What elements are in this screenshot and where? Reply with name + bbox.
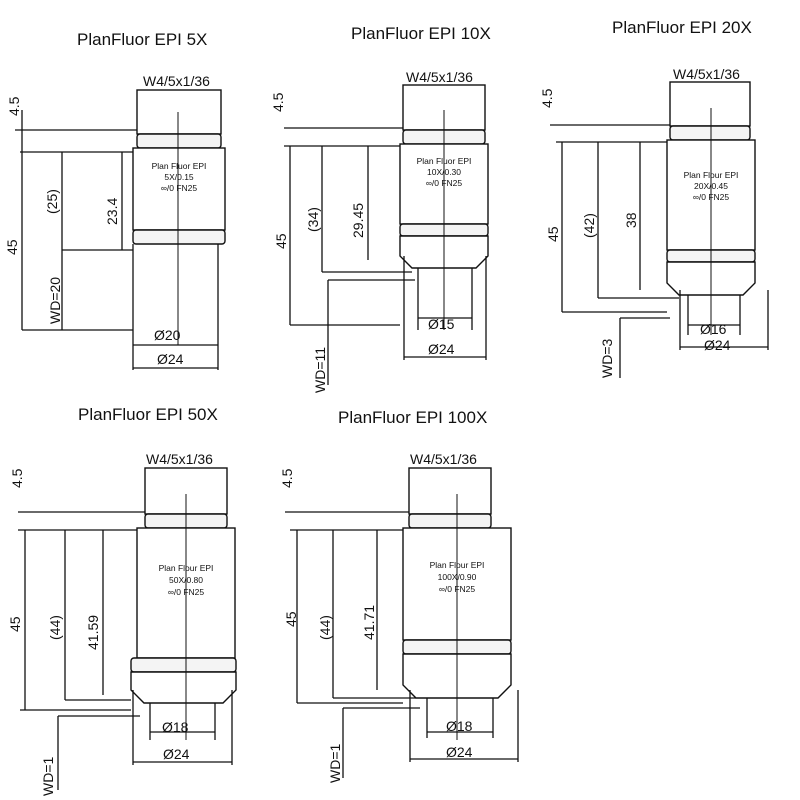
svg-text:Plan Flour EPI: Plan Flour EPI [159, 563, 214, 573]
svg-text:50X/0.80: 50X/0.80 [169, 575, 203, 585]
thread-spec-label: W4/5x1/36 [143, 73, 210, 89]
objective-title: PlanFluor EPI 50X [78, 405, 218, 424]
dimension-lines [285, 511, 519, 778]
objective-title: PlanFluor EPI 100X [338, 408, 487, 427]
mid-length-label: 23.4 [104, 198, 120, 225]
tip-diameter-label: Ø15 [428, 316, 455, 332]
objective-drawing-20x: PlanFluor EPI 20X W4/5x1/36 Plan Flour E… [539, 18, 769, 379]
body-length-label: (42) [581, 213, 597, 238]
svg-text:∞/0 FN25: ∞/0 FN25 [168, 587, 205, 597]
svg-text:20X/0.45: 20X/0.45 [694, 181, 728, 191]
engraving-text: Plan Flour EPI 50X/0.80 ∞/0 FN25 [159, 563, 214, 597]
dimension-lines [15, 110, 219, 370]
objective-outline [130, 467, 237, 740]
thread-height-label: 4.5 [279, 468, 295, 488]
dimension-lines [550, 124, 769, 378]
thread-height-label: 4.5 [270, 92, 286, 112]
svg-text:∞/0 FN25: ∞/0 FN25 [161, 183, 198, 193]
thread-spec-label: W4/5x1/36 [410, 451, 477, 467]
thread-height-label: 4.5 [539, 88, 555, 108]
thread-spec-label: W4/5x1/36 [146, 451, 213, 467]
svg-text:Plan Flour EPI: Plan Flour EPI [430, 560, 485, 570]
tip-diameter-label: Ø16 [700, 321, 727, 337]
tip-diameter-label: Ø18 [162, 719, 189, 735]
objective-drawing-5x: PlanFluor EPI 5X W4/5x1/36 Plan Fluor EP… [4, 30, 226, 370]
parfocal-length-label: 45 [545, 226, 561, 242]
svg-text:Plan Fluor EPI: Plan Fluor EPI [152, 161, 207, 171]
body-length-label: (44) [317, 615, 333, 640]
svg-text:∞/0 FN25: ∞/0 FN25 [693, 192, 730, 202]
objective-title: PlanFluor EPI 5X [77, 30, 207, 49]
objective-outline [666, 81, 756, 335]
thread-height-label: 4.5 [9, 468, 25, 488]
thread-spec-label: W4/5x1/36 [673, 66, 740, 82]
thread-spec-label: W4/5x1/36 [406, 69, 473, 85]
engraving-text: Plan Flour EPI 100X/0.90 ∞/0 FN25 [430, 560, 485, 594]
objective-outline [132, 89, 226, 345]
parfocal-length-label: 45 [283, 611, 299, 627]
objective-drawing-10x: PlanFluor EPI 10X W4/5x1/36 Plan Fluor E… [270, 24, 491, 393]
parfocal-length-label: 45 [273, 233, 289, 249]
objective-outline [402, 467, 512, 740]
objective-drawing-100x: PlanFluor EPI 100X W4/5x1/36 Plan Flour … [279, 408, 519, 784]
working-distance-label: WD=1 [40, 757, 56, 797]
working-distance-label: WD=11 [312, 347, 328, 393]
mid-length-label: 29.45 [350, 203, 366, 238]
body-diameter-label: Ø24 [446, 744, 473, 760]
body-length-label: (34) [305, 207, 321, 232]
parfocal-length-label: 45 [7, 616, 23, 632]
body-diameter-label: Ø24 [704, 337, 731, 353]
thread-height-label: 4.5 [6, 96, 22, 116]
body-diameter-label: Ø24 [428, 341, 455, 357]
svg-text:100X/0.90: 100X/0.90 [438, 572, 477, 582]
objective-title: PlanFluor EPI 10X [351, 24, 491, 43]
objective-title: PlanFluor EPI 20X [612, 18, 752, 37]
tip-diameter-label: Ø18 [446, 718, 473, 734]
engraving-text: Plan Fluor EPI 5X/0.15 ∞/0 FN25 [152, 161, 207, 193]
svg-text:5X/0.15: 5X/0.15 [164, 172, 194, 182]
svg-text:∞/0 FN25: ∞/0 FN25 [439, 584, 476, 594]
mid-length-label: 38 [623, 212, 639, 228]
tip-diameter-label: Ø20 [154, 327, 181, 343]
engraving-text: Plan Fluor EPI 10X/0.30 ∞/0 FN25 [417, 156, 472, 188]
working-distance-label: WD=1 [327, 744, 343, 784]
mid-length-label: 41.59 [85, 615, 101, 650]
body-diameter-label: Ø24 [163, 746, 190, 762]
mid-length-label: 41.71 [361, 605, 377, 640]
engraving-text: Plan Flour EPI 20X/0.45 ∞/0 FN25 [684, 170, 739, 202]
dimension-lines [284, 127, 487, 385]
body-length-label: (44) [47, 615, 63, 640]
parfocal-length-label: 45 [4, 239, 20, 255]
objective-outline [399, 84, 489, 330]
dimension-lines [18, 511, 233, 790]
working-distance-label: WD=3 [599, 339, 615, 379]
svg-text:Plan Flour EPI: Plan Flour EPI [684, 170, 739, 180]
body-diameter-label: Ø24 [157, 351, 184, 367]
working-distance-label: WD=20 [47, 277, 63, 324]
svg-text:10X/0.30: 10X/0.30 [427, 167, 461, 177]
objective-drawing-50x: PlanFluor EPI 50X W4/5x1/36 Plan Flour E… [7, 405, 237, 797]
svg-text:∞/0 FN25: ∞/0 FN25 [426, 178, 463, 188]
svg-text:Plan Fluor EPI: Plan Fluor EPI [417, 156, 472, 166]
body-length-label: (25) [44, 189, 60, 214]
